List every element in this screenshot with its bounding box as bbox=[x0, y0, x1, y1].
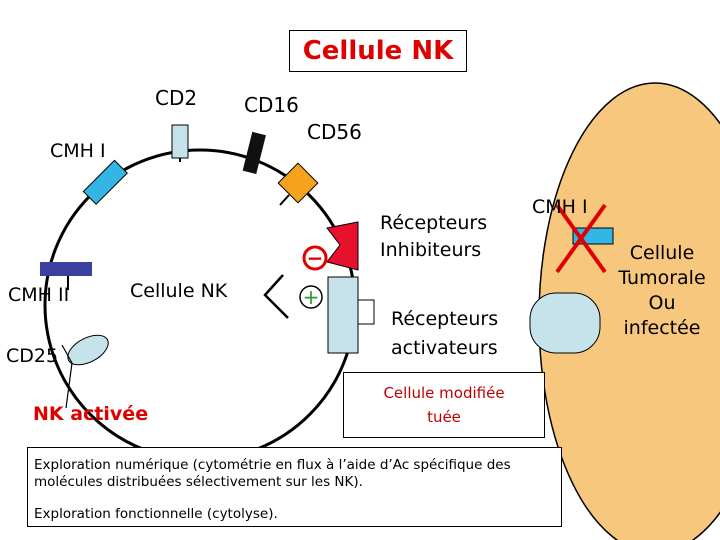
cmh1-left-receptor bbox=[82, 159, 128, 205]
cd25-label: CD25 bbox=[6, 345, 59, 367]
cd2-label: CD2 bbox=[155, 86, 198, 110]
cd25-pointer bbox=[65, 362, 73, 409]
cmh1-right-label: CMH I bbox=[532, 196, 588, 218]
cd56-label: CD56 bbox=[307, 120, 362, 144]
activating-receptors-label: Récepteurs activateurs bbox=[391, 305, 498, 363]
cd25-pointer-arrow bbox=[61, 344, 73, 364]
inhibitory-receptor bbox=[326, 221, 359, 271]
nk-activee-label: NK activée bbox=[33, 403, 149, 425]
activating-receptors-line2: activateurs bbox=[391, 337, 498, 359]
inhibit-sign bbox=[302, 245, 328, 271]
outcome-line1: Cellule modifiée bbox=[383, 384, 505, 402]
inhibitory-receptors-line1: Récepteurs bbox=[380, 212, 488, 234]
outcome-box: Cellule modifiée tuée bbox=[343, 372, 545, 438]
page-title: Cellule NK bbox=[289, 30, 467, 72]
cross-line-2 bbox=[555, 203, 607, 274]
minus-sign: − bbox=[307, 246, 324, 270]
cmh2-receptor bbox=[40, 262, 92, 276]
cd16-receptor bbox=[242, 131, 266, 175]
info-functional-exploration: Exploration fonctionnelle (cytolyse). bbox=[34, 506, 278, 522]
inhibitory-receptors-label: Récepteurs Inhibiteurs bbox=[380, 210, 487, 264]
cd56-stalk bbox=[279, 194, 290, 206]
target-cell-line2: Tumorale bbox=[618, 267, 706, 289]
cmh1-left-label: CMH I bbox=[50, 140, 106, 162]
nk-cell-inner-label: Cellule NK bbox=[130, 280, 228, 302]
target-cell-line1: Cellule bbox=[629, 242, 695, 264]
cd56-receptor bbox=[277, 162, 319, 204]
activating-receptor-notch bbox=[357, 299, 375, 325]
plus-sign: + bbox=[303, 285, 320, 309]
info-box: Exploration numérique (cytométrie en flu… bbox=[27, 447, 562, 527]
info-numeric-exploration: Exploration numérique (cytométrie en flu… bbox=[34, 457, 511, 490]
target-cell-label: Cellule Tumorale Ou infectée bbox=[612, 241, 712, 341]
activation-bracket bbox=[263, 274, 289, 319]
activating-ligand bbox=[529, 292, 601, 354]
target-cell-line4: infectée bbox=[623, 317, 701, 339]
cd25-receptor bbox=[67, 334, 109, 366]
cd16-label: CD16 bbox=[244, 93, 299, 117]
inhibitory-receptors-line2: Inhibiteurs bbox=[380, 239, 482, 261]
cd2-receptor bbox=[171, 124, 189, 159]
cmh2-label: CMH II bbox=[8, 284, 70, 306]
target-cell-line3: Ou bbox=[648, 292, 676, 314]
activate-sign bbox=[299, 285, 323, 309]
outcome-line2: tuée bbox=[427, 408, 461, 426]
activating-receptors-line1: Récepteurs bbox=[391, 308, 499, 330]
activating-receptor-body bbox=[327, 276, 359, 354]
